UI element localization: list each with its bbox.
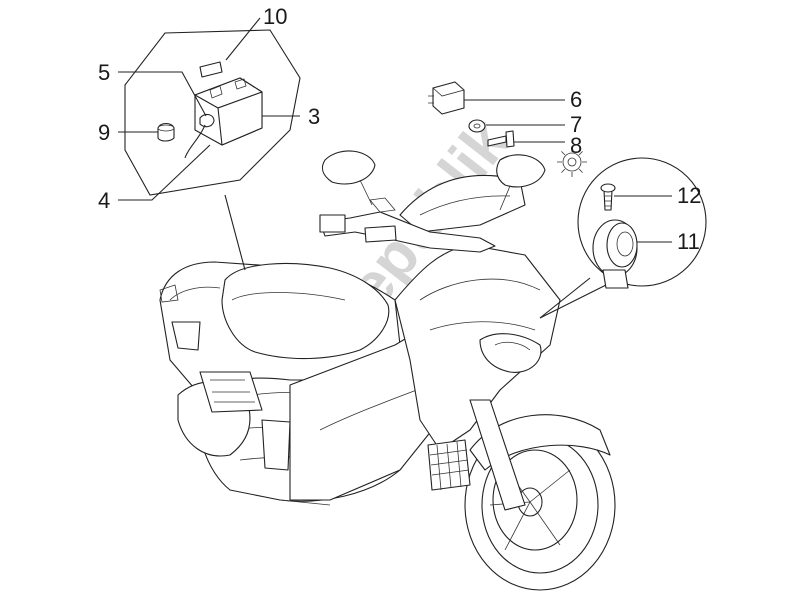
callout-7: 7	[570, 112, 582, 137]
callout-5: 5	[98, 60, 110, 85]
callout-10: 10	[263, 4, 287, 29]
callout-9: 9	[98, 120, 110, 145]
callout-6: 6	[570, 87, 582, 112]
leader-lines	[118, 17, 672, 243]
battery-part	[194, 77, 263, 146]
scooter-drawing	[159, 150, 616, 591]
bolt-part	[487, 130, 515, 148]
callout-12: 12	[677, 183, 701, 208]
callout-labels: 10 5 3 9 4 6 7 8 12 11	[98, 4, 701, 254]
cable-part	[184, 124, 206, 159]
washer-part	[468, 119, 486, 133]
screw-12-part	[600, 183, 616, 211]
terminal-part	[199, 113, 215, 128]
gear-icon	[557, 147, 587, 177]
horn-part	[592, 219, 638, 289]
horn-inset	[539, 157, 707, 319]
callout-4: 4	[98, 188, 110, 213]
fuse-part	[199, 61, 223, 78]
relay-group	[428, 81, 515, 148]
callout-8: 8	[570, 133, 582, 158]
cap-part	[157, 122, 175, 142]
callout-3: 3	[308, 104, 320, 129]
callout-11: 11	[677, 229, 700, 254]
battery-inset	[124, 29, 301, 271]
